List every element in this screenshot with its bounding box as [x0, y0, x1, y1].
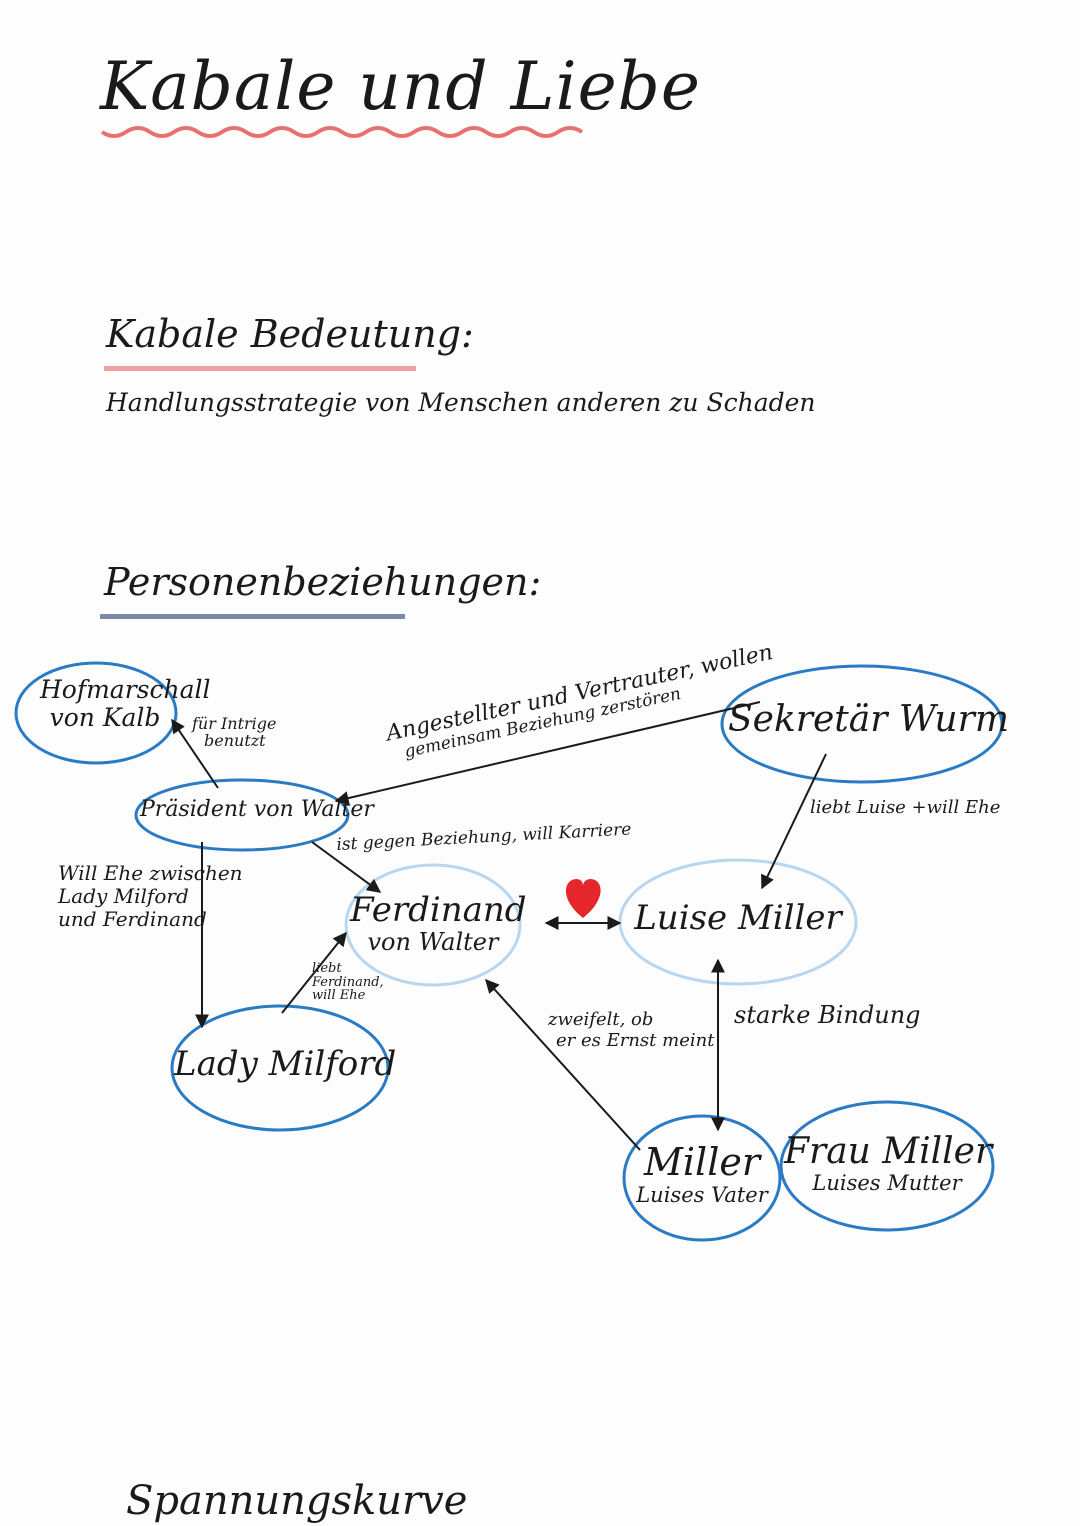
label-miller-ferdinand: zweifelt, ob er es Ernst meint	[548, 1009, 715, 1051]
label-intrige-line2: benutzt	[204, 730, 266, 750]
arrow-praesident-to-hofmarschall	[171, 718, 219, 789]
node-ferdinand-line2: von Walter	[367, 928, 499, 957]
ellipse-milford	[170, 1004, 390, 1132]
label-milford-ferdinand-line3: will Ehe	[312, 988, 366, 1004]
node-luise: Luise Miller	[634, 898, 842, 938]
node-hofmarschall-line1: Hofmarschall	[40, 675, 211, 704]
node-miller: Miller Luises Vater	[626, 1140, 778, 1207]
label-milford-ferdinand: liebt Ferdinand, will Ehe	[312, 962, 384, 1003]
label-luise-miller: starke Bindung	[734, 1001, 921, 1029]
node-wurm: Sekretär Wurm	[728, 699, 1009, 740]
node-hofmarschall-line2: von Kalb	[49, 702, 161, 732]
arrow-wurm-to-praesident	[334, 701, 761, 805]
node-praesident: Präsident von Walter	[140, 797, 374, 822]
node-ferdinand: Ferdinand von Walter	[350, 890, 527, 957]
ellipse-hofmarschall	[14, 661, 178, 765]
ellipse-praesident	[134, 778, 350, 852]
kabale-definition: Handlungsstrategie von Menschen anderen …	[106, 388, 816, 417]
kabale-heading-underline	[104, 366, 416, 371]
arrow-miller-to-ferdinand	[485, 978, 641, 1151]
arrow-milford-to-ferdinand	[281, 931, 347, 1014]
label-milford-ferdinand-line2: Ferdinand,	[312, 974, 384, 990]
node-miller-role: Luises Vater	[636, 1182, 768, 1207]
arrow-wurm-to-luise	[761, 753, 827, 890]
label-intrige: für Intrige benutzt	[192, 714, 277, 750]
ellipse-wurm	[720, 664, 1004, 784]
node-frau-miller-name: Frau Miller	[784, 1131, 993, 1172]
label-intrige-line1: für Intrige	[192, 714, 277, 733]
label-praesident-milford-line2: Lady Milford	[58, 884, 189, 908]
label-praesident-milford-line3: und Ferdinand	[58, 907, 207, 931]
node-milford: Lady Milford	[174, 1044, 397, 1084]
label-milford-ferdinand-line1: liebt	[312, 961, 342, 976]
node-frau-miller: Frau Miller Luises Mutter	[784, 1131, 993, 1195]
ellipse-miller	[622, 1114, 782, 1242]
next-section-heading: Spannungskurve	[126, 1478, 468, 1524]
node-frau-miller-role: Luises Mutter	[812, 1170, 962, 1195]
title-underline	[100, 126, 584, 138]
label-praesident-milford: Will Ehe zwischen Lady Milford und Ferdi…	[58, 862, 243, 931]
ellipse-ferdinand	[344, 863, 522, 987]
node-miller-name: Miller	[643, 1140, 761, 1184]
label-wurm-luise: liebt Luise +will Ehe	[810, 797, 1001, 818]
page-title: Kabale und Liebe	[100, 48, 701, 125]
relations-heading: Personenbeziehungen:	[104, 560, 542, 604]
arrow-praesident-to-ferdinand	[311, 841, 382, 893]
label-miller-ferdinand-line2: er es Ernst meint	[556, 1029, 715, 1051]
label-miller-ferdinand-line1: zweifelt, ob	[548, 1009, 654, 1030]
kabale-heading: Kabale Bedeutung:	[106, 312, 474, 356]
node-hofmarschall: Hofmarschall von Kalb	[40, 675, 211, 732]
heart-icon	[565, 879, 601, 918]
node-ferdinand-line1: Ferdinand	[350, 890, 527, 930]
relations-heading-underline	[100, 614, 405, 619]
ellipse-frau-miller	[779, 1100, 995, 1232]
label-praesident-milford-line1: Will Ehe zwischen	[58, 861, 243, 885]
